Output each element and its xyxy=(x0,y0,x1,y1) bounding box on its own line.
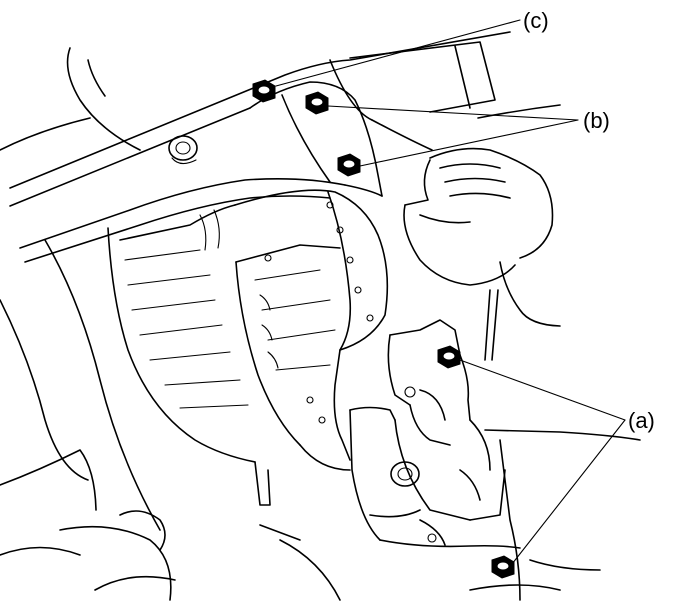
callout-b-label: (b) xyxy=(583,108,610,133)
crossmember xyxy=(9,31,511,263)
transmission-housing xyxy=(107,189,389,506)
nut-a-upper xyxy=(437,345,461,369)
drive-shaft-boot xyxy=(403,147,561,361)
callout-a-label: (a) xyxy=(628,408,655,433)
nut-a-lower xyxy=(491,555,515,579)
lower-body-panel xyxy=(259,429,641,601)
upper-body-panel xyxy=(329,41,561,151)
vehicle-body-outline xyxy=(0,47,176,601)
nut-c xyxy=(252,79,276,103)
callout-c-label: (c) xyxy=(523,8,549,33)
nut-b-upper xyxy=(305,91,329,115)
nut-b-lower xyxy=(337,153,361,177)
lower-bracket xyxy=(349,319,521,549)
leader-lines xyxy=(275,19,626,565)
